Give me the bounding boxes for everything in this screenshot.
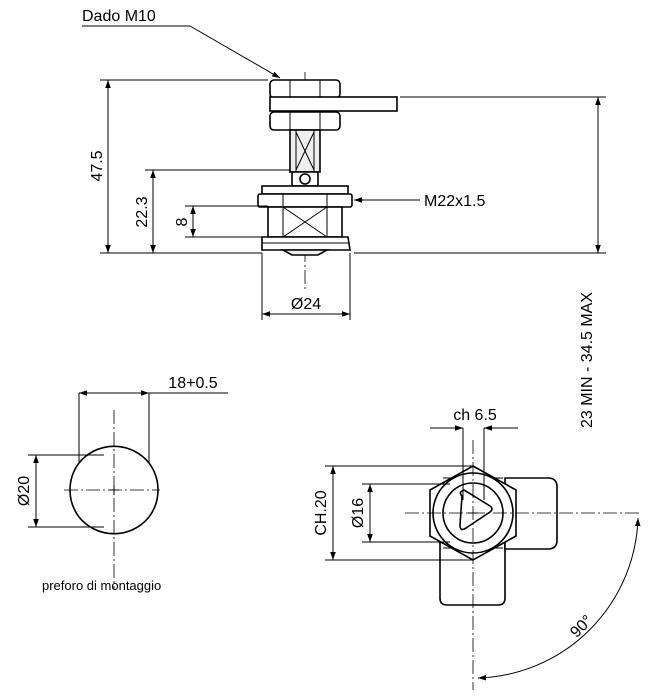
thread-label: M22x1.5 [424,193,485,210]
hex-size-label: CH.20 [313,490,330,535]
triangle-key [459,489,493,531]
hex-nut [257,193,353,208]
flange-diameter-label: Ø24 [291,296,321,313]
cutout-width-label: 18+0.5 [168,375,217,392]
flange-face [279,249,331,256]
lock-nut [269,111,341,131]
top-nut [269,79,341,99]
body-collar [261,185,349,195]
height-body-label: 22.3 [134,196,151,227]
front-view: ch 6.5 CH.20 Ø16 90° [313,407,641,690]
rotation-angle-label: 90° [567,612,596,641]
cutout-caption: preforo di montaggio [42,578,161,593]
cutout-diameter-label: Ø20 [16,476,33,506]
side-view: Dado M10 M22x1.5 47.5 22.3 8 Ø24 23 MIN … [82,8,606,428]
height-total-label: 47.5 [89,150,106,181]
adjust-range-label: 23 MIN - 34.5 MAX [579,292,596,428]
nut-label: Dado M10 [82,8,156,25]
key-width-label: ch 6.5 [453,407,497,424]
cutout-view: 18+0.5 Ø20 preforo di montaggio [16,375,228,593]
body-diameter-label: Ø16 [350,498,367,528]
height-nut-label: 8 [174,217,191,226]
cam-lever [269,96,398,112]
rotation-arc [477,517,641,681]
